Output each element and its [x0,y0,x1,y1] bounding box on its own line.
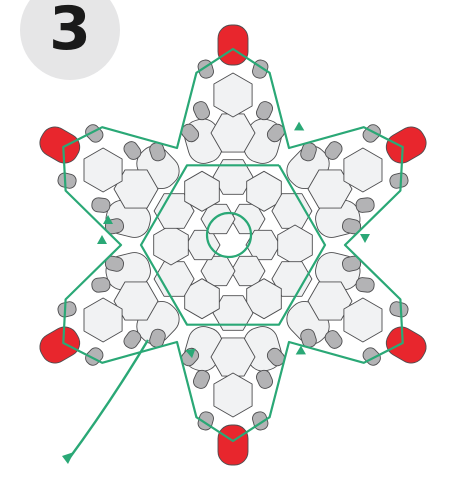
thread-arrow [97,235,107,244]
small-bead [91,277,110,293]
tip-bead [35,122,85,168]
tip-bead [381,122,431,168]
thread-arrow [360,234,370,243]
thread-arrow [293,346,306,359]
tip-bead [218,425,248,465]
tip-bead [218,25,248,65]
small-bead [91,197,110,213]
small-bead [191,100,211,122]
small-bead [83,345,106,368]
small-bead [360,345,383,368]
center-bead [186,230,220,259]
small-bead [57,300,78,318]
small-bead [254,368,274,390]
small-bead [389,172,410,190]
thread-arrow [294,122,307,135]
small-bead [83,122,106,145]
ring-bead [278,225,313,265]
small-bead [389,300,410,318]
thread-end-arrow [62,452,74,464]
small-bead [254,100,274,122]
tip-bead [381,322,431,368]
arm-bead [214,373,252,417]
ring-bead [154,225,189,265]
small-bead [191,368,211,390]
thread-tail [68,340,148,460]
small-bead [360,122,383,145]
bead-layer [35,25,431,465]
tip-bead [35,322,85,368]
small-bead [355,277,374,293]
small-bead [355,197,374,213]
small-bead [57,172,78,190]
arm-bead [214,73,252,117]
